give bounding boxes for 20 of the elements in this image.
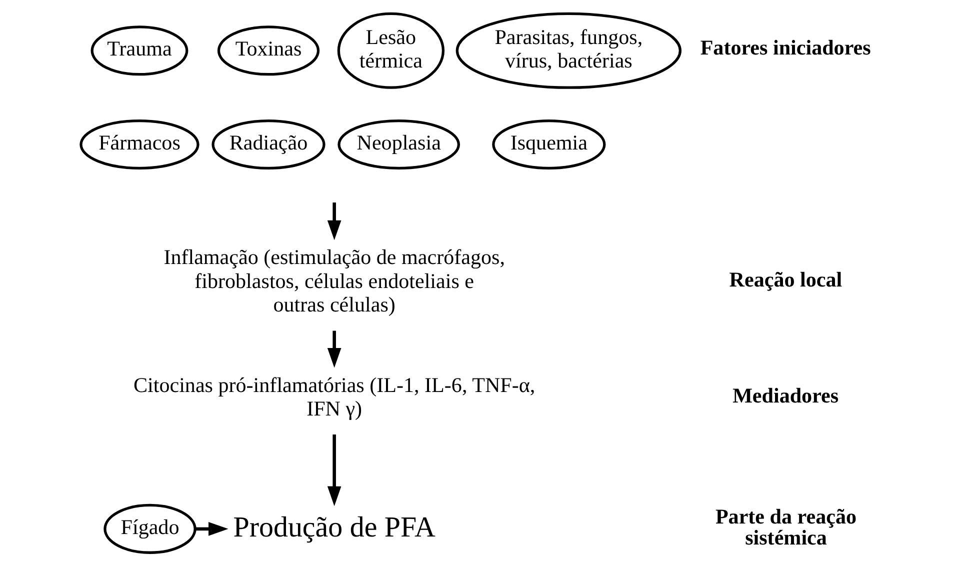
node-ellipse: Parasitas, fungos, vírus, bactérias — [455, 12, 681, 89]
node-ellipse: Neoplasia — [337, 120, 460, 170]
node-ellipse: Isquemia — [492, 120, 606, 170]
node-ellipse: Lesão térmica — [336, 12, 444, 89]
node-ellipse: Fígado — [103, 504, 196, 554]
label: Reação local — [728, 267, 842, 292]
arrow — [326, 434, 341, 506]
node-text: Inflamação (estimulação de macrófagos, fibroblastos, células endoteliais e outras células) — [163, 245, 504, 316]
node-ellipse: Toxinas — [216, 26, 320, 76]
label: Fatores iniciadores — [700, 35, 870, 60]
node-ellipse: Fármacos — [79, 120, 199, 170]
node-ellipse: Radiação — [211, 120, 325, 170]
label: Parte da reação sistémica — [714, 504, 856, 550]
arrow — [326, 330, 341, 368]
label: Mediadores — [732, 383, 838, 408]
arrow — [326, 202, 341, 240]
node-text: Produção de PFA — [232, 511, 435, 544]
node-ellipse: Trauma — [90, 26, 188, 76]
node-text: Citocinas pró-inflamatórias (IL-1, IL-6, TNF-α, IFN γ) — [132, 372, 535, 420]
arrow — [194, 522, 228, 536]
